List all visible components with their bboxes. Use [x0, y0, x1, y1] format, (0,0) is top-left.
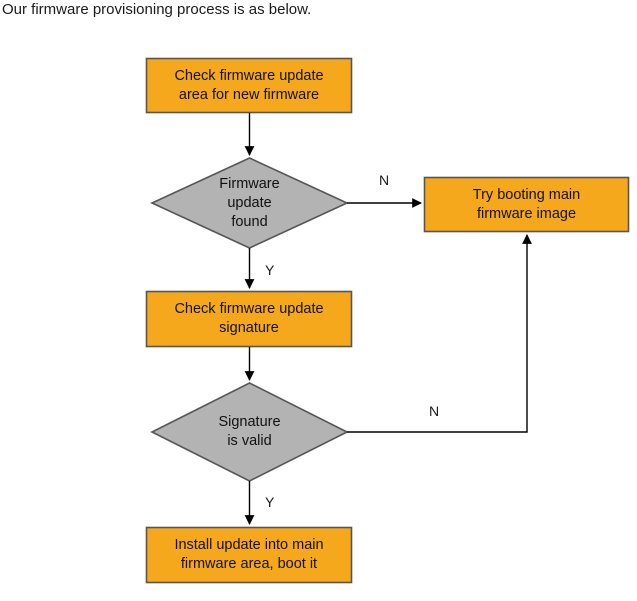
- edge-label-no-bottom: N: [429, 403, 440, 419]
- node-firmware-update-found: [150, 157, 349, 249]
- node-signature-is-valid: [150, 382, 349, 482]
- edge-label-yes-bottom: Y: [265, 494, 275, 510]
- edge-label-yes-top: Y: [265, 262, 275, 278]
- node-check-area: [145, 57, 353, 114]
- node-try-boot-main: [423, 176, 630, 233]
- edge-label-no-top: N: [379, 172, 390, 188]
- node-check-signature: [145, 290, 353, 348]
- page-caption: Our firmware provisioning process is as …: [2, 1, 312, 18]
- edge-signature-no-to-try-boot: [347, 234, 532, 433]
- node-install-update: [145, 526, 353, 584]
